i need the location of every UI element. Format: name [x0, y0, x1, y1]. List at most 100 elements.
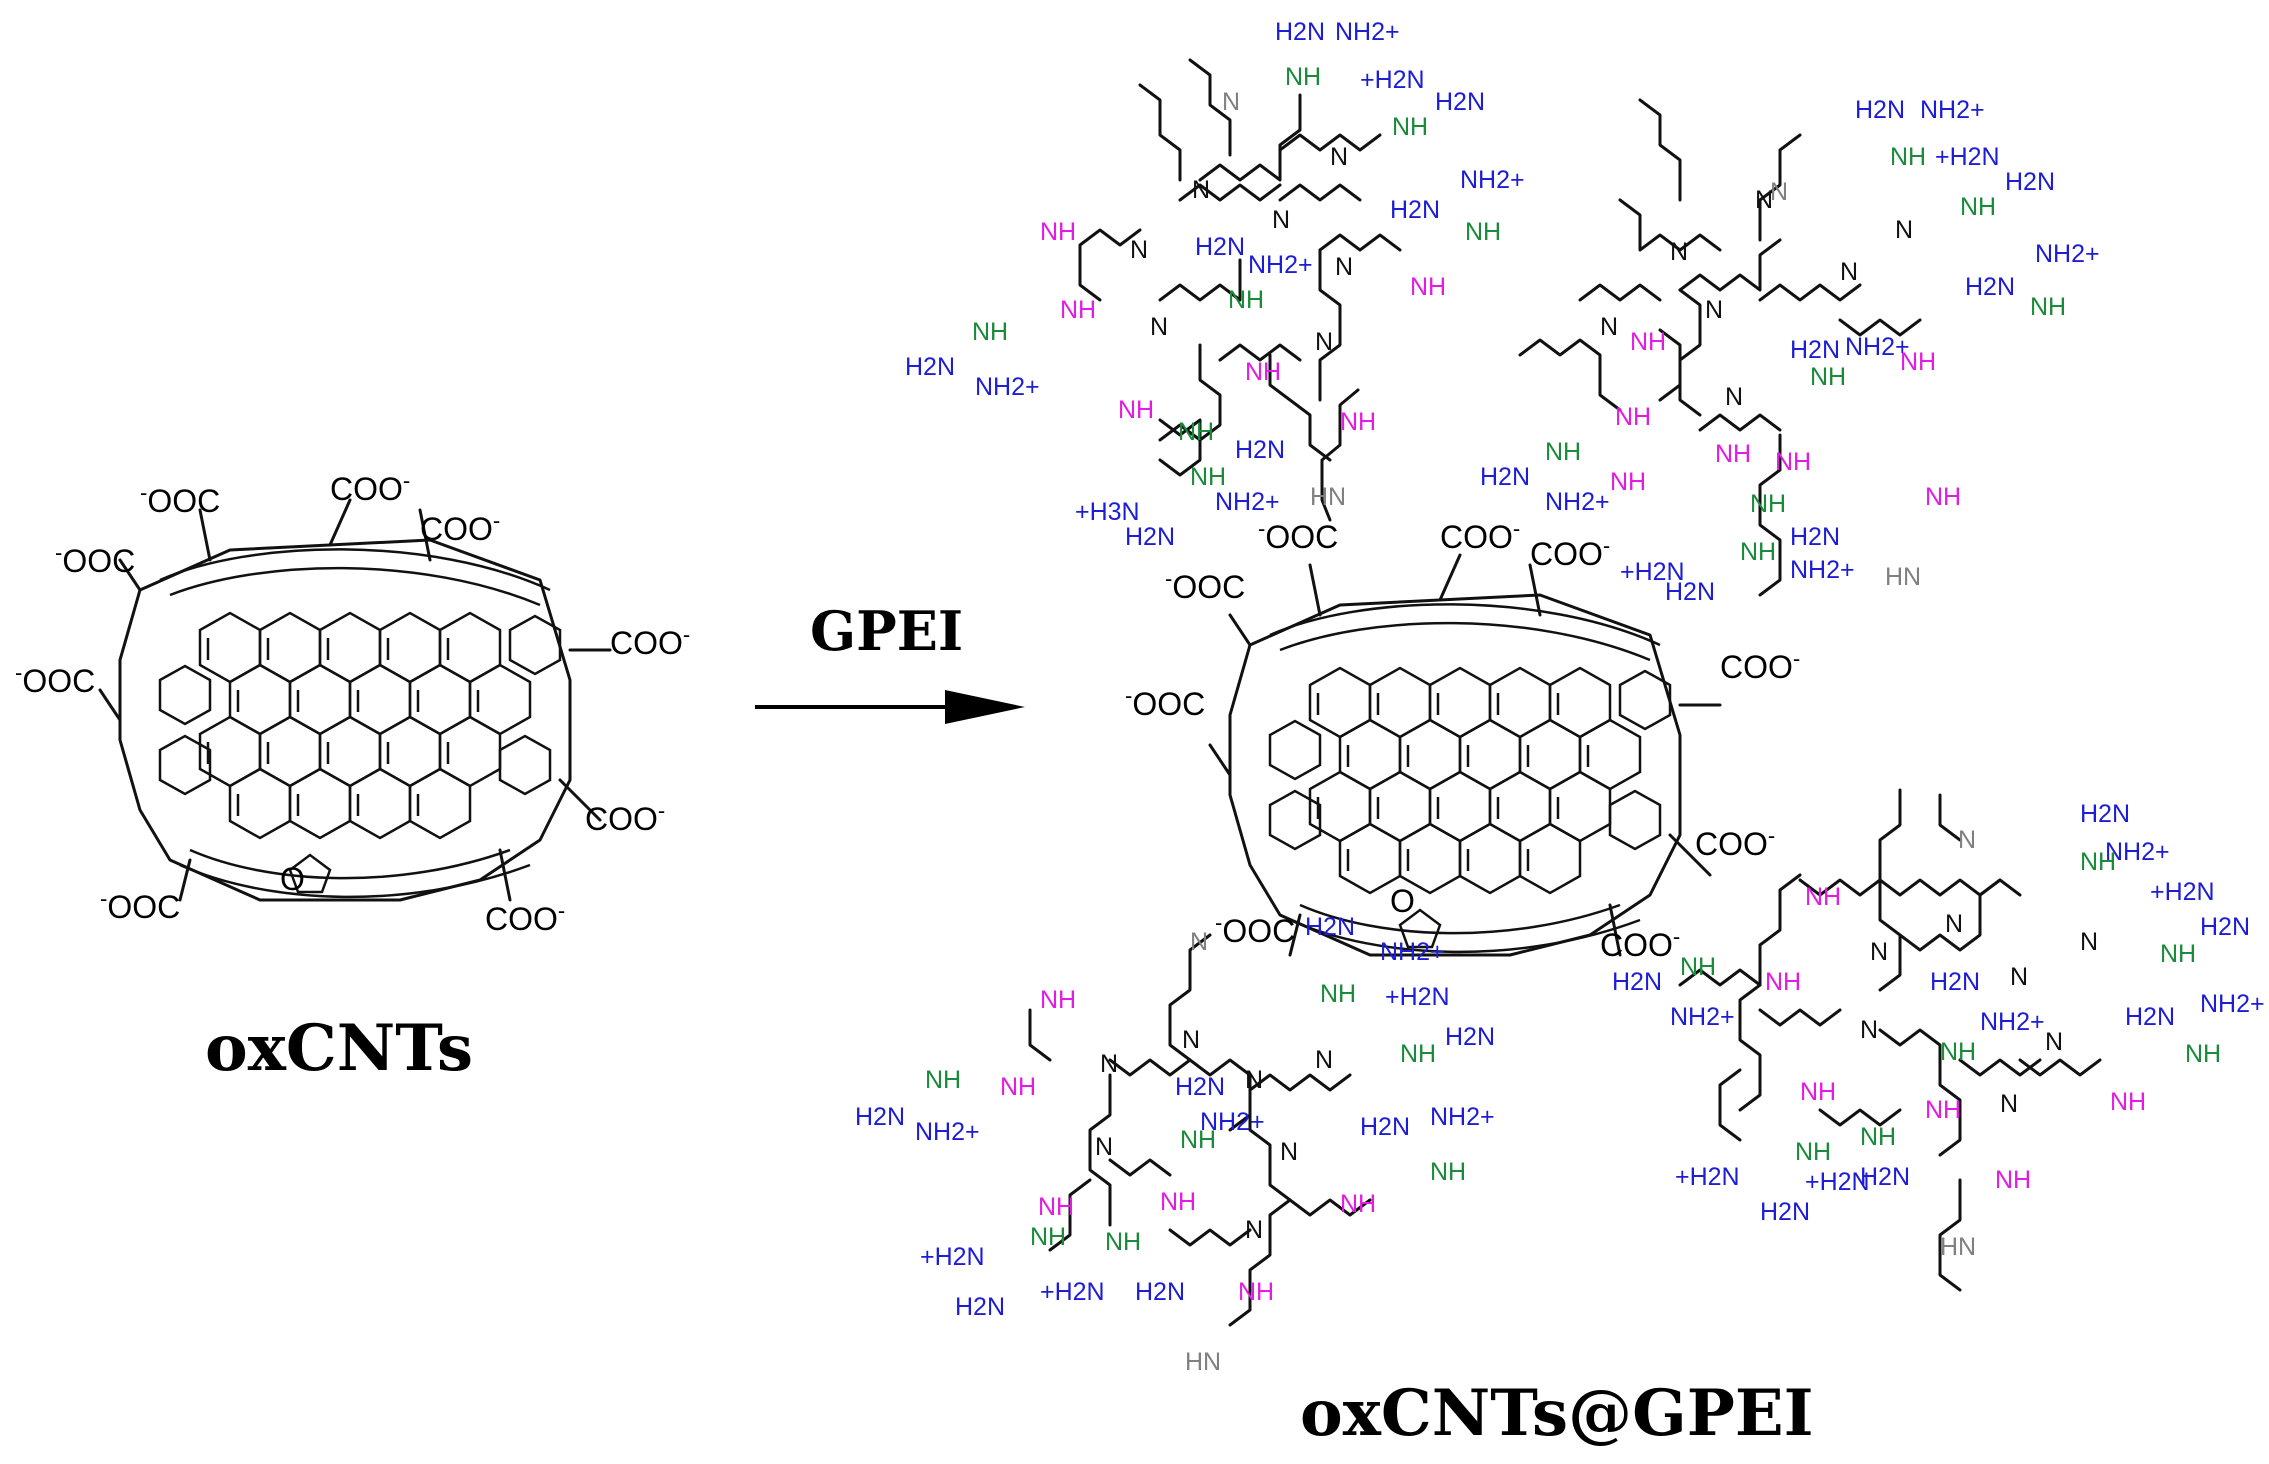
gpei-br-guan-nh2-3: NH2+: [2105, 838, 2170, 866]
product-cooh-5: COO-: [1720, 646, 1800, 685]
gpei-bl-guan-plus-h2n-2: +H2N: [1040, 1278, 1105, 1306]
gpei-tr-nh-7: NH: [1925, 483, 1961, 511]
gpei-tr-g-nh-4: NH: [1960, 193, 1996, 221]
gpei-br-tertiary-n-3: N: [2080, 928, 2098, 956]
gpei-bl-g-nh-3: NH: [1320, 980, 1356, 1008]
gpei-tr-g-nh-5: NH: [2030, 293, 2066, 321]
gpei-br-g-nh-5: NH: [2185, 1040, 2221, 1068]
gpei-tr-guan-nh2-5: NH2+: [2035, 240, 2100, 268]
gpei-br-tertiary-n-6: N: [2045, 1028, 2063, 1056]
gpei-tl-guan-nh2-2: NH2+: [1248, 251, 1313, 279]
gpei-bl-g-nh-5: NH: [1430, 1158, 1466, 1186]
gpei-bl-guan-h2n-6: H2N: [955, 1293, 1005, 1321]
gpei-br-g-nh-1: NH: [1680, 953, 1716, 981]
gpei-bl-guan-h2n-7: H2N: [1135, 1278, 1185, 1306]
gpei-bl-guan-h2n-4: +H2N: [1385, 983, 1450, 1011]
gpei-br-nh-5: NH: [2110, 1088, 2146, 1116]
gpei-tl-guan-h2n-2: H2N: [1195, 233, 1245, 261]
gpei-tr-guan-h2n-1: H2N: [1480, 463, 1530, 491]
gpei-tr-nh-5: NH: [1610, 468, 1646, 496]
gpei-tl-tertiary-n-6: N: [1150, 313, 1168, 341]
gpei-tr-g-nh-3: NH: [1890, 143, 1926, 171]
gpei-tl-tertiary-n-5: N: [1335, 253, 1353, 281]
gpei-br-nh-3: NH: [1800, 1078, 1836, 1106]
gpei-br-guan-h2n-6: H2N: [1760, 1198, 1810, 1226]
gpei-tr-tertiary-n-3: N: [1840, 258, 1858, 286]
product-cooh-2: COO-: [1440, 516, 1520, 555]
gpei-tr-guan-h2n-5: H2N: [1965, 273, 2015, 301]
gpei-tr-nh-3: NH: [1715, 440, 1751, 468]
gpei-br-guan-h2n-1: H2N: [1612, 968, 1662, 996]
gpei-tl-guan-nh2-4: H2N: [1435, 88, 1485, 116]
gpei-bl-g-nh-1: NH: [925, 1066, 961, 1094]
gpei-tr-guan-h2n-6: H2N: [1790, 523, 1840, 551]
gpei-tr-tertiary-n-8: N: [1770, 178, 1788, 206]
reactant-cooh-9: COO-: [485, 898, 565, 937]
gpei-br-tertiary-n-5: N: [1860, 1016, 1878, 1044]
gpei-br-guan-h2n-4: +H2N: [2150, 878, 2215, 906]
gpei-bl-nh-4: NH: [1160, 1188, 1196, 1216]
gpei-bl-guan-nh2-1: NH2+: [915, 1118, 980, 1146]
gpei-tl-tertiary-n-4: N: [1330, 143, 1348, 171]
gpei-tr-tertiary-n-6: N: [1895, 216, 1913, 244]
gpei-br-guan-plus-h2n-1: +H2N: [1675, 1163, 1740, 1191]
product-cooh-9: COO-: [1600, 924, 1680, 963]
gpei-bl-nh-6: NH: [1238, 1278, 1274, 1306]
product-cooh-4: -OOC: [1165, 566, 1245, 605]
gpei-br-g-nh-3: NH: [2080, 848, 2116, 876]
gpei-br-terminal-hn: HN: [1940, 1233, 1976, 1261]
gpei-tl-guan-h2n-6: H2N: [1235, 436, 1285, 464]
gpei-bl-guan-nh2-5: NH2+: [1430, 1103, 1495, 1131]
gpei-bl-guan-h2n-2: H2N: [1175, 1073, 1225, 1101]
product-cooh-7: COO-: [1695, 823, 1775, 862]
gpei-bl-nh-2: NH: [1000, 1073, 1036, 1101]
gpei-tl-tertiary-n-8: N: [1222, 88, 1240, 116]
reactant-ring-oxygen: O: [280, 861, 305, 897]
gpei-tr-guan-nh2-4: H2N: [2005, 168, 2055, 196]
gpei-tr-guan-nh2-3: NH2+: [1920, 96, 1985, 124]
gpei-bl-g-nh-6: NH: [1030, 1223, 1066, 1251]
gpei-tl-g-nh-5: NH: [1285, 63, 1321, 91]
gpei-tl-guan-nh2-6: NH2+: [1215, 488, 1280, 516]
gpei-bl-tertiary-n-1: N: [1182, 1026, 1200, 1054]
gpei-tl-guan-h2n-7: H2N: [1125, 523, 1175, 551]
gpei-br-guan-nh2-2: NH2+: [1980, 1008, 2045, 1036]
gpei-bl-terminal-hn: HN: [1185, 1348, 1221, 1376]
gpei-br-tertiary-n-1: N: [1945, 910, 1963, 938]
product-label: oxCNTs@GPEI: [1300, 1376, 1814, 1451]
gpei-br-g-nh-4: NH: [2160, 940, 2196, 968]
gpei-bl-tertiary-n-7: N: [1245, 1216, 1263, 1244]
gpei-br-tertiary-n-7: N: [2000, 1090, 2018, 1118]
reactant-cooh-7: COO-: [585, 798, 665, 837]
gpei-tr-g-nh-2: NH: [1810, 363, 1846, 391]
gpei-tl-guan-h2n-3: H2N: [1275, 18, 1325, 46]
gpei-bl-tertiary-n-6: N: [1280, 1138, 1298, 1166]
gpei-br-tertiary-n-2: N: [1870, 938, 1888, 966]
gpei-br-guan-nh2-5: NH2+: [2200, 990, 2265, 1018]
gpei-tl-nh-2: NH: [1060, 296, 1096, 324]
gpei-br-g-nh-2: NH: [1940, 1038, 1976, 1066]
gpei-br-nh-6: NH: [1995, 1166, 2031, 1194]
gpei-tl-tertiary-n-1: N: [1192, 176, 1210, 204]
gpei-bl-guan-h2n-1: H2N: [855, 1103, 905, 1131]
product-cooh-3: COO-: [1530, 533, 1610, 572]
reactant-cooh-3: COO-: [420, 508, 500, 547]
product-cooh-8: -OOC: [1215, 910, 1295, 949]
gpei-bl-nh-3: NH: [1038, 1193, 1074, 1221]
gpei-branch-top-left: N N N N N N N N NH NH NH NH NH NH HN NH …: [905, 18, 1525, 551]
gpei-tr-tertiary-n-4: N: [1705, 296, 1723, 324]
gpei-bl-tertiary-n-5: N: [1095, 1133, 1113, 1161]
gpei-tr-g-nh-1: NH: [1545, 438, 1581, 466]
gpei-tl-nh-4: NH: [1245, 358, 1281, 386]
gpei-tl-guan-h2n-5: H2N: [1390, 196, 1440, 224]
gpei-bl-guan-h2n-5: H2N: [1360, 1113, 1410, 1141]
gpei-bl-g-nh-4: NH: [1400, 1040, 1436, 1068]
reaction-arrow-head: [945, 690, 1025, 724]
gpei-tl-guan-h2n-1: H2N: [905, 353, 955, 381]
gpei-tr-g-nh-6: NH: [1750, 490, 1786, 518]
reactant-cooh-1: -OOC: [140, 480, 220, 519]
gpei-bl-guan-nh2-2: NH2+: [1200, 1108, 1265, 1136]
gpei-bl-tertiary-n-8: N: [1190, 928, 1208, 956]
gpei-tr-terminal-hn: HN: [1885, 563, 1921, 591]
